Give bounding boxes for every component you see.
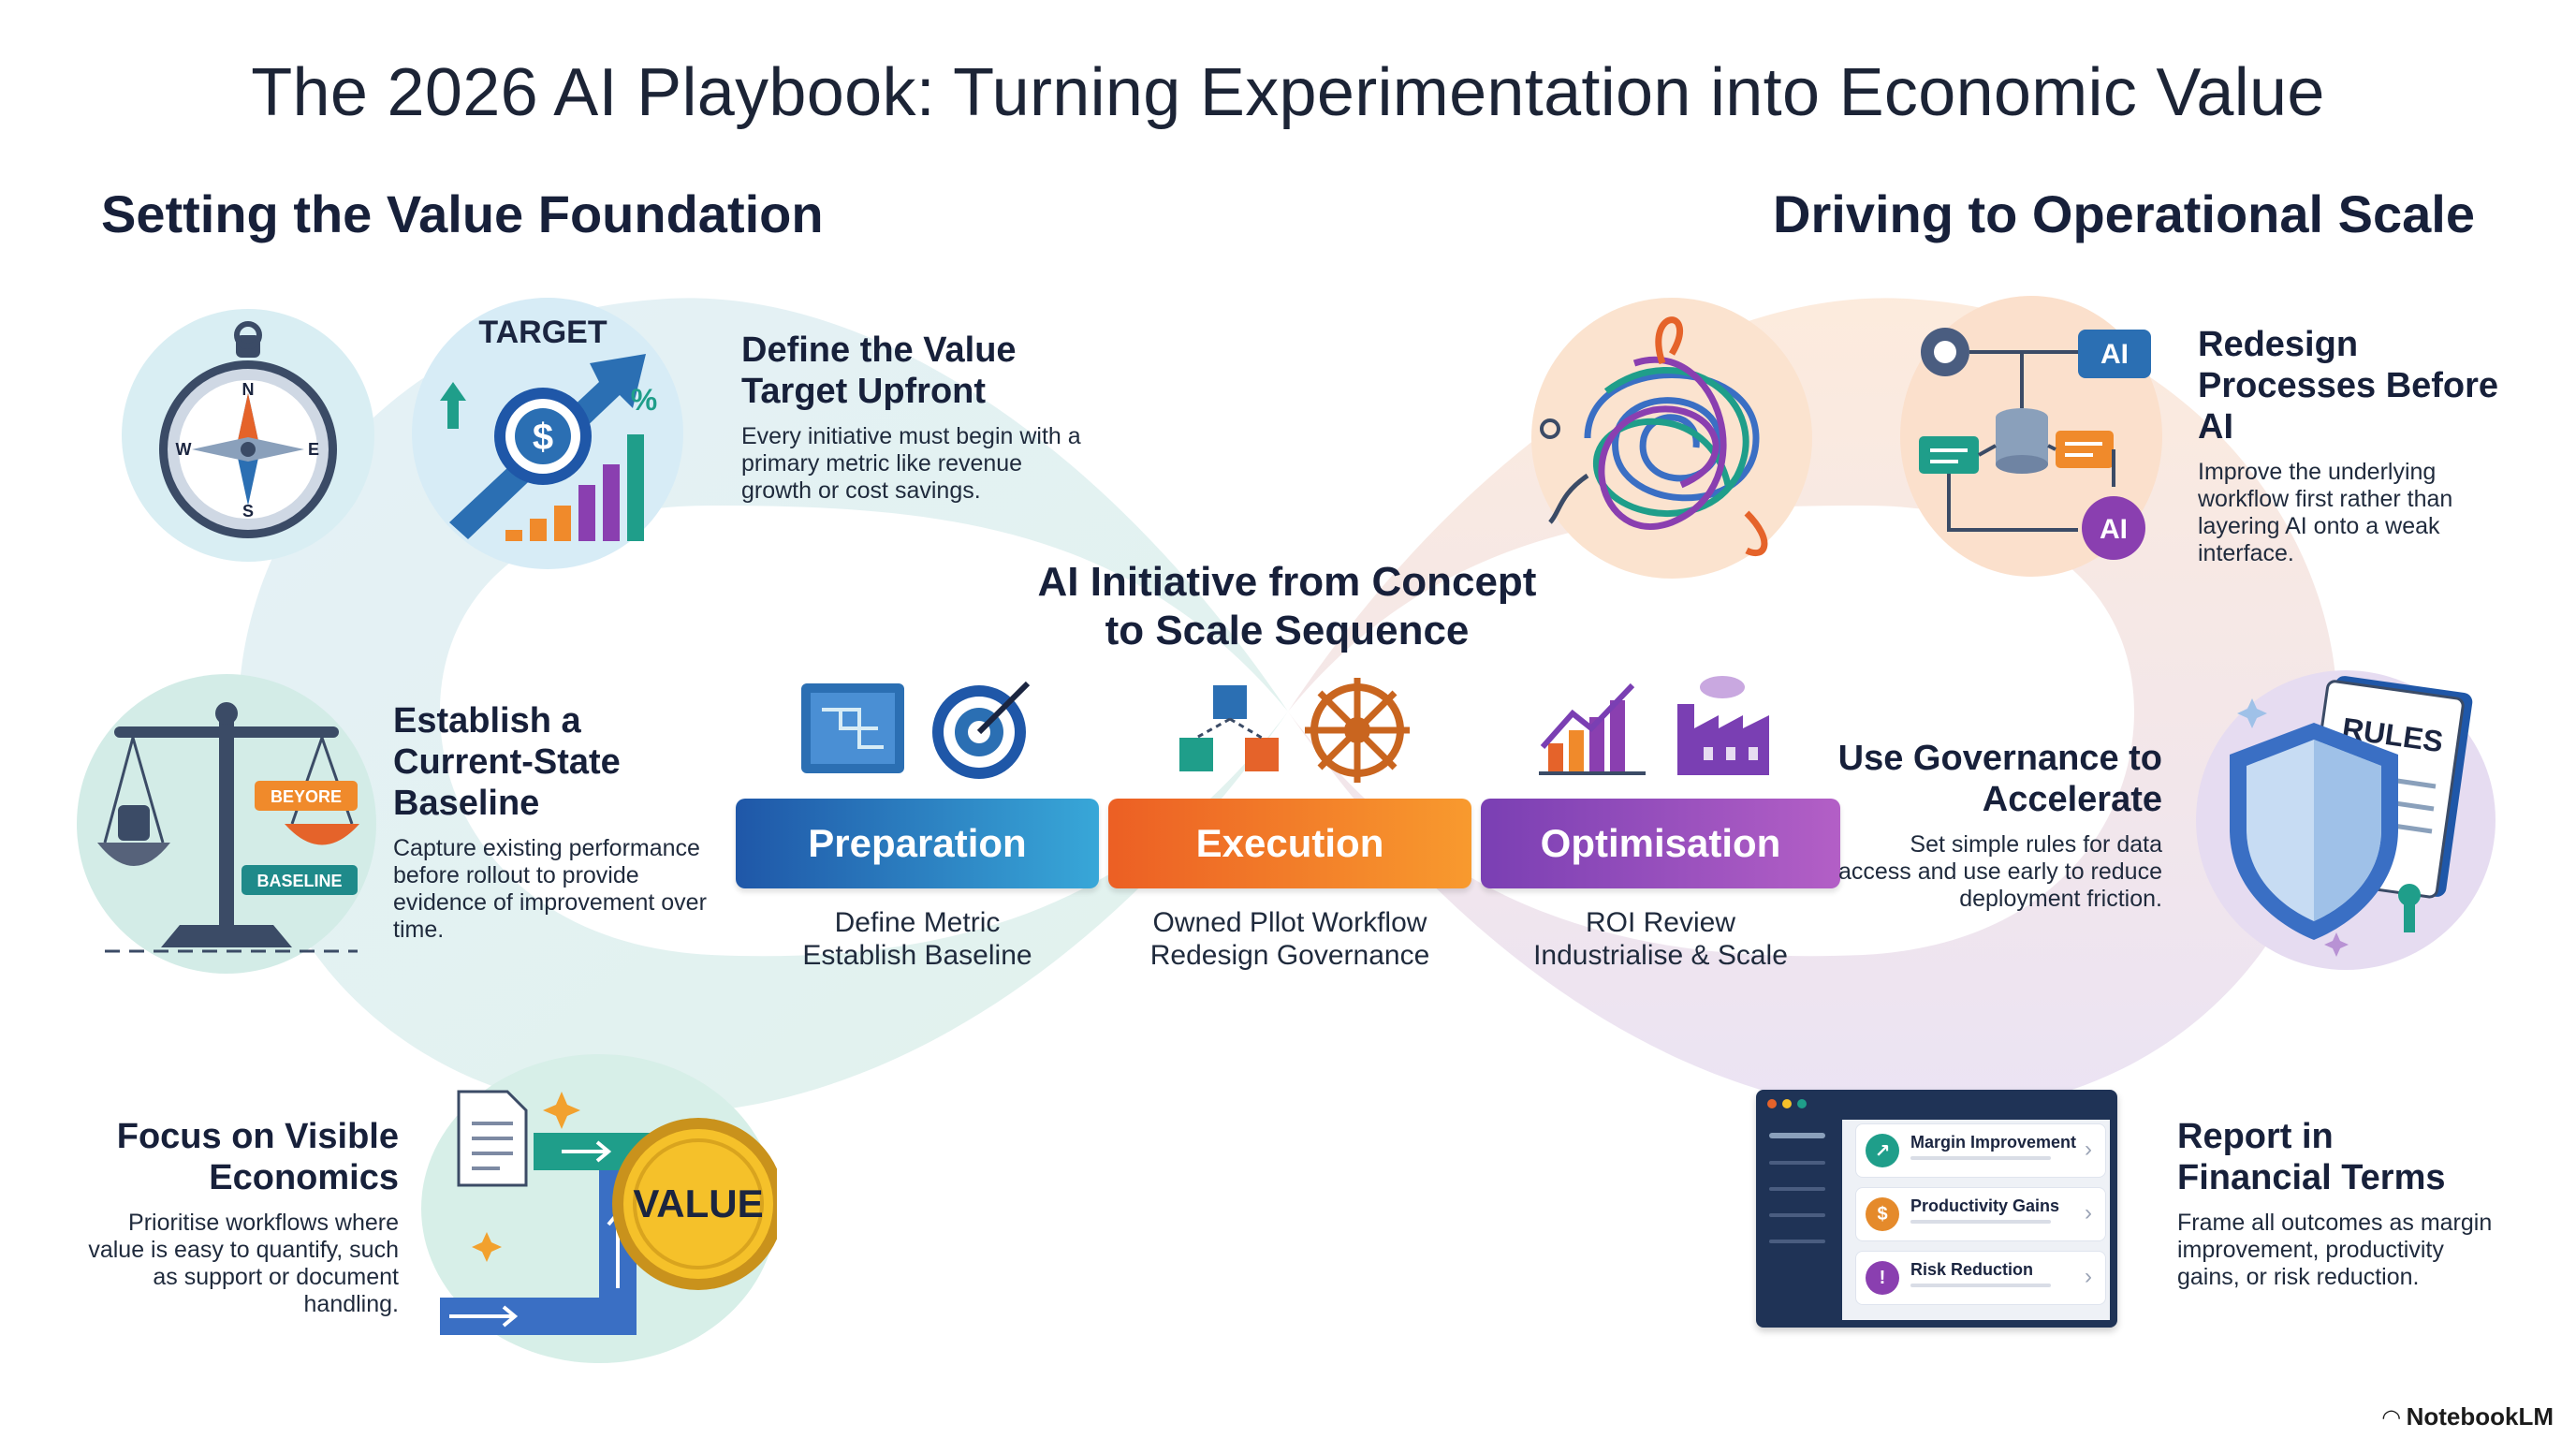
- value-label: VALUE: [633, 1181, 763, 1225]
- tangle-icon-bubble: [1531, 298, 1812, 579]
- chevron-right-icon: ›: [2085, 1137, 2092, 1162]
- right-section-heading: Driving to Operational Scale: [1773, 184, 2475, 243]
- scale-icon-bubble: BEYORE BASELINE: [77, 674, 376, 974]
- sidebar-line: [1769, 1161, 1825, 1165]
- dashboard-item-label: Productivity Gains: [1910, 1196, 2060, 1215]
- phase-preparation: Preparation: [736, 799, 1099, 888]
- dashboard-item-productivity: $ Productivity Gains ›: [1855, 1187, 2106, 1241]
- define-value-target-block: Define the Value Target Upfront Every in…: [741, 330, 1097, 505]
- sequence-title-line1: AI Initiative from Concept: [1037, 559, 1537, 605]
- compass-w: W: [176, 440, 192, 459]
- sequence-title-line2: to Scale Sequence: [1105, 608, 1470, 653]
- execution-line2: Redesign Governance: [1149, 940, 1430, 971]
- before-label: BEYORE: [271, 787, 342, 806]
- chevron-right-icon: ›: [2085, 1200, 2092, 1225]
- cubes-icon: [1179, 685, 1279, 771]
- establish-baseline-heading: Establish a Current-State Baseline: [393, 701, 621, 823]
- financial-terms-body: Frame all outcomes as margin improvement…: [2177, 1210, 2493, 1290]
- left-section-heading: Setting the Value Foundation: [101, 184, 824, 243]
- exclamation-icon: !: [1866, 1261, 1899, 1295]
- value-coin-icon: VALUE: [440, 1090, 784, 1335]
- phase-optimisation: Optimisation: [1481, 799, 1840, 888]
- governance-icon-bubble: RULES: [2196, 670, 2496, 970]
- dashboard-item-label: Risk Reduction: [1910, 1260, 2034, 1279]
- redesign-processes-body: Improve the underlying workflow first ra…: [2198, 459, 2453, 566]
- sidebar-line: [1769, 1240, 1825, 1243]
- brand-mark: ◠ NotebookLM: [2382, 1402, 2554, 1431]
- visible-economics-block: Focus on Visible Economics Prioritise wo…: [75, 1116, 399, 1318]
- financial-terms-heading: Report in Financial Terms: [2177, 1117, 2446, 1197]
- target-label: TARGET: [478, 315, 607, 350]
- optimisation-line2: Industrialise & Scale: [1533, 940, 1788, 971]
- define-value-target-body: Every initiative must begin with a prima…: [741, 423, 1081, 504]
- bullseye-target-icon: [932, 681, 1031, 779]
- dashboard-item-margin: ↗ Margin Improvement ›: [1855, 1123, 2106, 1178]
- execution-line1: Owned Pllot Workflow: [1152, 907, 1427, 938]
- optimisation-line1: ROI Review: [1585, 907, 1736, 938]
- dashboard-item-bar: [1910, 1220, 2051, 1224]
- growth-chart-icon: [1539, 682, 1646, 775]
- compass-n: N: [242, 380, 255, 399]
- financial-terms-block: Report in Financial Terms Frame all outc…: [2177, 1116, 2496, 1291]
- sequence-title: AI Initiative from Concept to Scale Sequ…: [917, 558, 1657, 655]
- visible-economics-body: Prioritise workflows where value is easy…: [88, 1210, 399, 1317]
- redesign-processes-block: Redesign Processes Before AI Improve the…: [2198, 324, 2507, 567]
- preparation-details: Define Metric Establish Baseline: [736, 906, 1099, 972]
- preparation-line2: Establish Baseline: [802, 940, 1032, 971]
- chevron-right-icon: ›: [2085, 1264, 2092, 1289]
- value-icon-bubble: VALUE: [421, 1054, 784, 1363]
- factory-icon: [1677, 676, 1769, 775]
- shield-rules-icon: RULES: [2230, 676, 2473, 957]
- compass-e: E: [308, 440, 319, 459]
- target-icon-bubble: TARGET $ %: [412, 298, 683, 569]
- dashboard-item-bar: [1910, 1284, 2051, 1287]
- phase-execution: Execution: [1108, 799, 1471, 888]
- notebooklm-logo-icon: ◠: [2382, 1405, 2407, 1431]
- workflow-icon-bubble: AI AI: [1900, 296, 2162, 577]
- sidebar-line: [1769, 1133, 1825, 1138]
- governance-block: Use Governance to Accelerate Set simple …: [1835, 738, 2162, 913]
- execution-details: Owned Pllot Workflow Redesign Governance: [1108, 906, 1471, 972]
- balance-scale-icon: BEYORE BASELINE: [97, 702, 359, 953]
- compass-icon-bubble: N S E W: [122, 309, 374, 562]
- preparation-icons: [801, 681, 1031, 779]
- compass-icon: N S E W: [159, 321, 337, 538]
- optimisation-icons: [1539, 676, 1769, 775]
- establish-baseline-block: Establish a Current-State Baseline Captu…: [393, 700, 711, 944]
- blueprint-icon: [801, 683, 904, 773]
- dashboard-item-bar: [1910, 1156, 2051, 1160]
- redesign-processes-heading: Redesign Processes Before AI: [2198, 325, 2499, 447]
- sidebar-line: [1769, 1213, 1825, 1217]
- sidebar-line: [1769, 1187, 1825, 1191]
- preparation-line1: Define Metric: [834, 907, 1001, 938]
- window-dot-green: [1797, 1099, 1807, 1108]
- brand-label: NotebookLM: [2406, 1402, 2554, 1431]
- ai-box-label: AI: [2100, 339, 2129, 370]
- governance-body: Set simple rules for data access and use…: [1837, 831, 2162, 912]
- target-chart-icon: TARGET $ %: [440, 315, 657, 541]
- ship-wheel-icon: [1305, 678, 1410, 783]
- governance-heading: Use Governance to Accelerate: [1837, 739, 2162, 819]
- ai-circle-label: AI: [2100, 514, 2128, 545]
- trend-icon: ↗: [1866, 1134, 1899, 1167]
- page-title: The 2026 AI Playbook: Turning Experiment…: [251, 55, 2325, 130]
- dashboard-item-risk: ! Risk Reduction ›: [1855, 1251, 2106, 1305]
- define-value-target-heading: Define the Value Target Upfront: [741, 330, 1017, 411]
- window-dot-yellow: [1782, 1099, 1792, 1108]
- money-bag-icon: $: [1866, 1197, 1899, 1231]
- workflow-diagram-icon: AI AI: [1919, 328, 2151, 560]
- window-dot-red: [1767, 1099, 1777, 1108]
- visible-economics-heading: Focus on Visible Economics: [116, 1117, 399, 1197]
- compass-s: S: [242, 502, 254, 521]
- execution-icons: [1179, 678, 1410, 783]
- baseline-label: BASELINE: [256, 872, 342, 890]
- dollar-sign: $: [533, 417, 553, 458]
- optimisation-details: ROI Review Industrialise & Scale: [1481, 906, 1840, 972]
- tangled-process-icon: [1540, 316, 1768, 557]
- percent-sign: %: [631, 383, 657, 417]
- dashboard-item-label: Margin Improvement: [1910, 1133, 2077, 1152]
- establish-baseline-body: Capture existing performance before roll…: [393, 835, 707, 943]
